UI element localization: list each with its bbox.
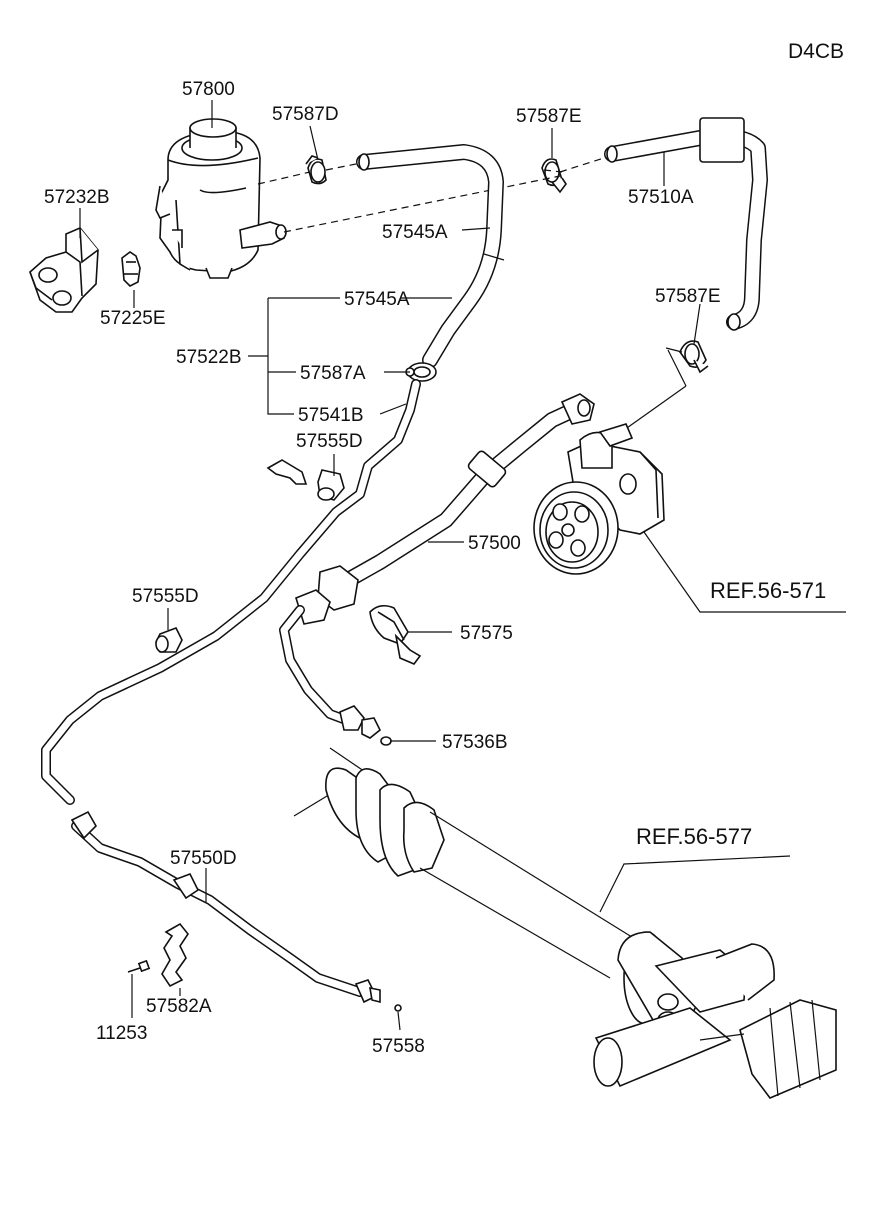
steering-gear-box (293, 747, 837, 1099)
bracket-clip (369, 604, 422, 665)
label-suction-hose-upper: 57545A (382, 222, 448, 243)
bracket (29, 227, 99, 313)
label-bracket: 57232B (44, 187, 110, 208)
label-grommet-lower: 57555D (132, 586, 199, 607)
clip-bracket (161, 922, 189, 988)
power-steering-pump (533, 423, 665, 575)
label-clamp-pump: 57587E (655, 286, 721, 307)
label-return-tube: 57541B (298, 405, 364, 426)
bolt (127, 959, 151, 973)
label-suction-hose-mid: 57545A (344, 289, 410, 310)
label-reservoir: 57800 (182, 79, 235, 100)
label-o-ring: 57536B (442, 732, 508, 753)
suction-hose (356, 144, 505, 368)
clamp-57587d (305, 155, 327, 185)
label-clip-bracket: 57582A (146, 996, 212, 1017)
label-bolt: 11253 (96, 1023, 147, 1044)
return-hose-right (604, 117, 768, 331)
pressure-hose (279, 393, 595, 746)
label-clamp-top-right: 57587E (516, 106, 582, 127)
clamp-57587e-top (541, 158, 567, 194)
engine-code-label: D4CB (788, 40, 844, 63)
return-tube (41, 379, 421, 805)
label-bracket-clip: 57575 (460, 623, 513, 644)
label-cooler-tube: 57550D (170, 848, 237, 869)
label-grommet-upper: 57555D (296, 431, 363, 452)
grommet-lower (155, 626, 183, 653)
clamp-57587e-pump (679, 340, 709, 374)
grommet (121, 251, 141, 287)
label-return-hose-right: 57510A (628, 187, 694, 208)
label-pressure-hose: 57500 (468, 533, 521, 554)
clamp-57587a (405, 362, 437, 382)
leader-lines (79, 100, 701, 1031)
label-clamp-hose: 57587A (300, 363, 366, 384)
label-grommet: 57225E (100, 308, 166, 329)
reservoir (155, 118, 287, 279)
label-hose-assy: 57522B (176, 347, 242, 368)
label-o-ring-small: 57558 (372, 1036, 425, 1057)
label-ref-gear-box: REF.56-577 (636, 824, 752, 849)
label-ref-pump: REF.56-571 (710, 578, 826, 603)
label-clamp-top: 57587D (272, 104, 339, 125)
grommet-upper (266, 459, 345, 501)
cooler-tube (70, 810, 402, 1012)
